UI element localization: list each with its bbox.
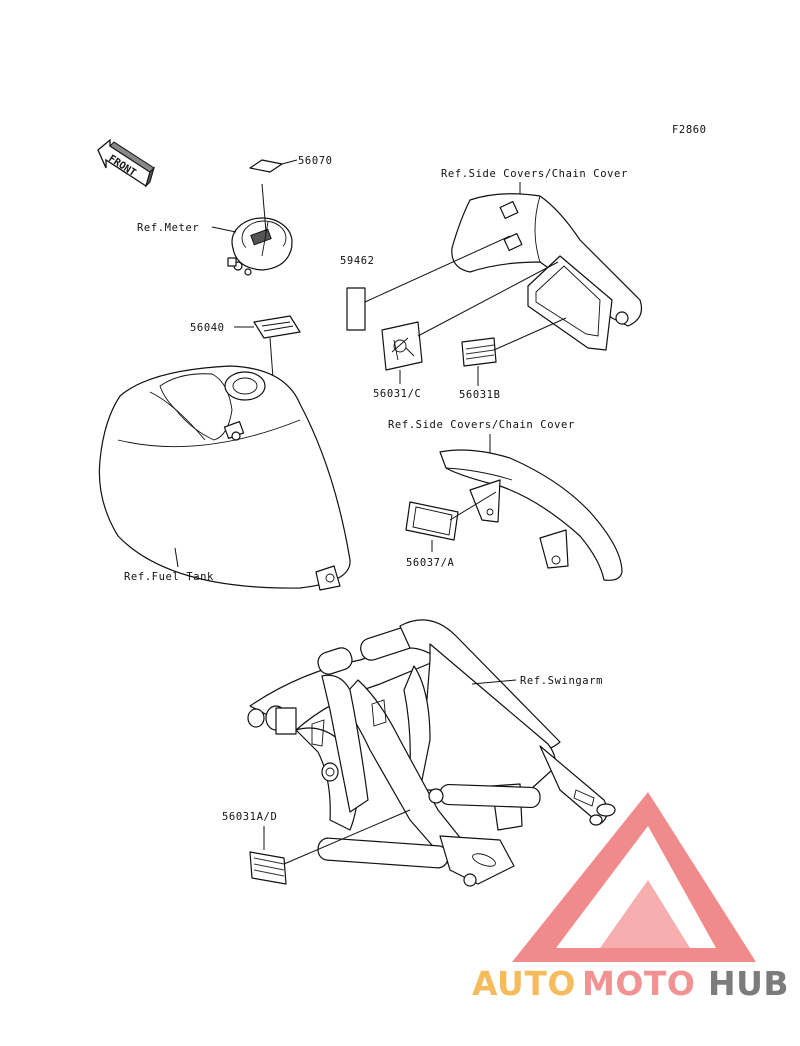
- chain-guard-part: [439, 449, 623, 581]
- label-59462: 59462: [340, 255, 375, 267]
- swingarm-ref: Ref.Swingarm: [520, 675, 603, 687]
- meter-part: [227, 217, 293, 276]
- swingarm-part: [247, 619, 616, 887]
- watermark-auto: AUTO: [472, 964, 576, 1003]
- label-56040-part: [253, 315, 301, 339]
- label-59462-part: [346, 287, 366, 331]
- fuel-tank-ref: Ref.Fuel Tank: [124, 571, 214, 583]
- fuel-tank-part: [98, 365, 351, 591]
- label-56040: 56040: [190, 322, 225, 334]
- label-56037a: 56037/A: [406, 557, 455, 569]
- label-56031c: 56031/C: [373, 388, 421, 400]
- meter-ref: Ref.Meter: [137, 222, 199, 234]
- label-56031ad: 56031A/D: [222, 811, 277, 823]
- figure-code: F2860: [672, 124, 707, 136]
- watermark-hub: HUB: [708, 964, 789, 1003]
- label-56031ad-part: [249, 851, 287, 885]
- side-covers-ref-2: Ref.Side Covers/Chain Cover: [388, 419, 575, 431]
- chain-cover-box-part: [527, 255, 613, 351]
- label-56070-part: [249, 159, 283, 173]
- label-56031b: 56031B: [459, 389, 501, 401]
- automotohub-logo-icon: [512, 792, 756, 962]
- label-56070: 56070: [298, 155, 333, 167]
- label-56037a-part: [405, 501, 459, 541]
- label-56031b-part: [461, 337, 497, 367]
- label-56031c-part: [381, 321, 423, 371]
- watermark-moto: MOTO: [582, 964, 695, 1003]
- side-covers-ref-1: Ref.Side Covers/Chain Cover: [441, 168, 628, 180]
- front-arrow-icon: FRONT: [97, 138, 156, 188]
